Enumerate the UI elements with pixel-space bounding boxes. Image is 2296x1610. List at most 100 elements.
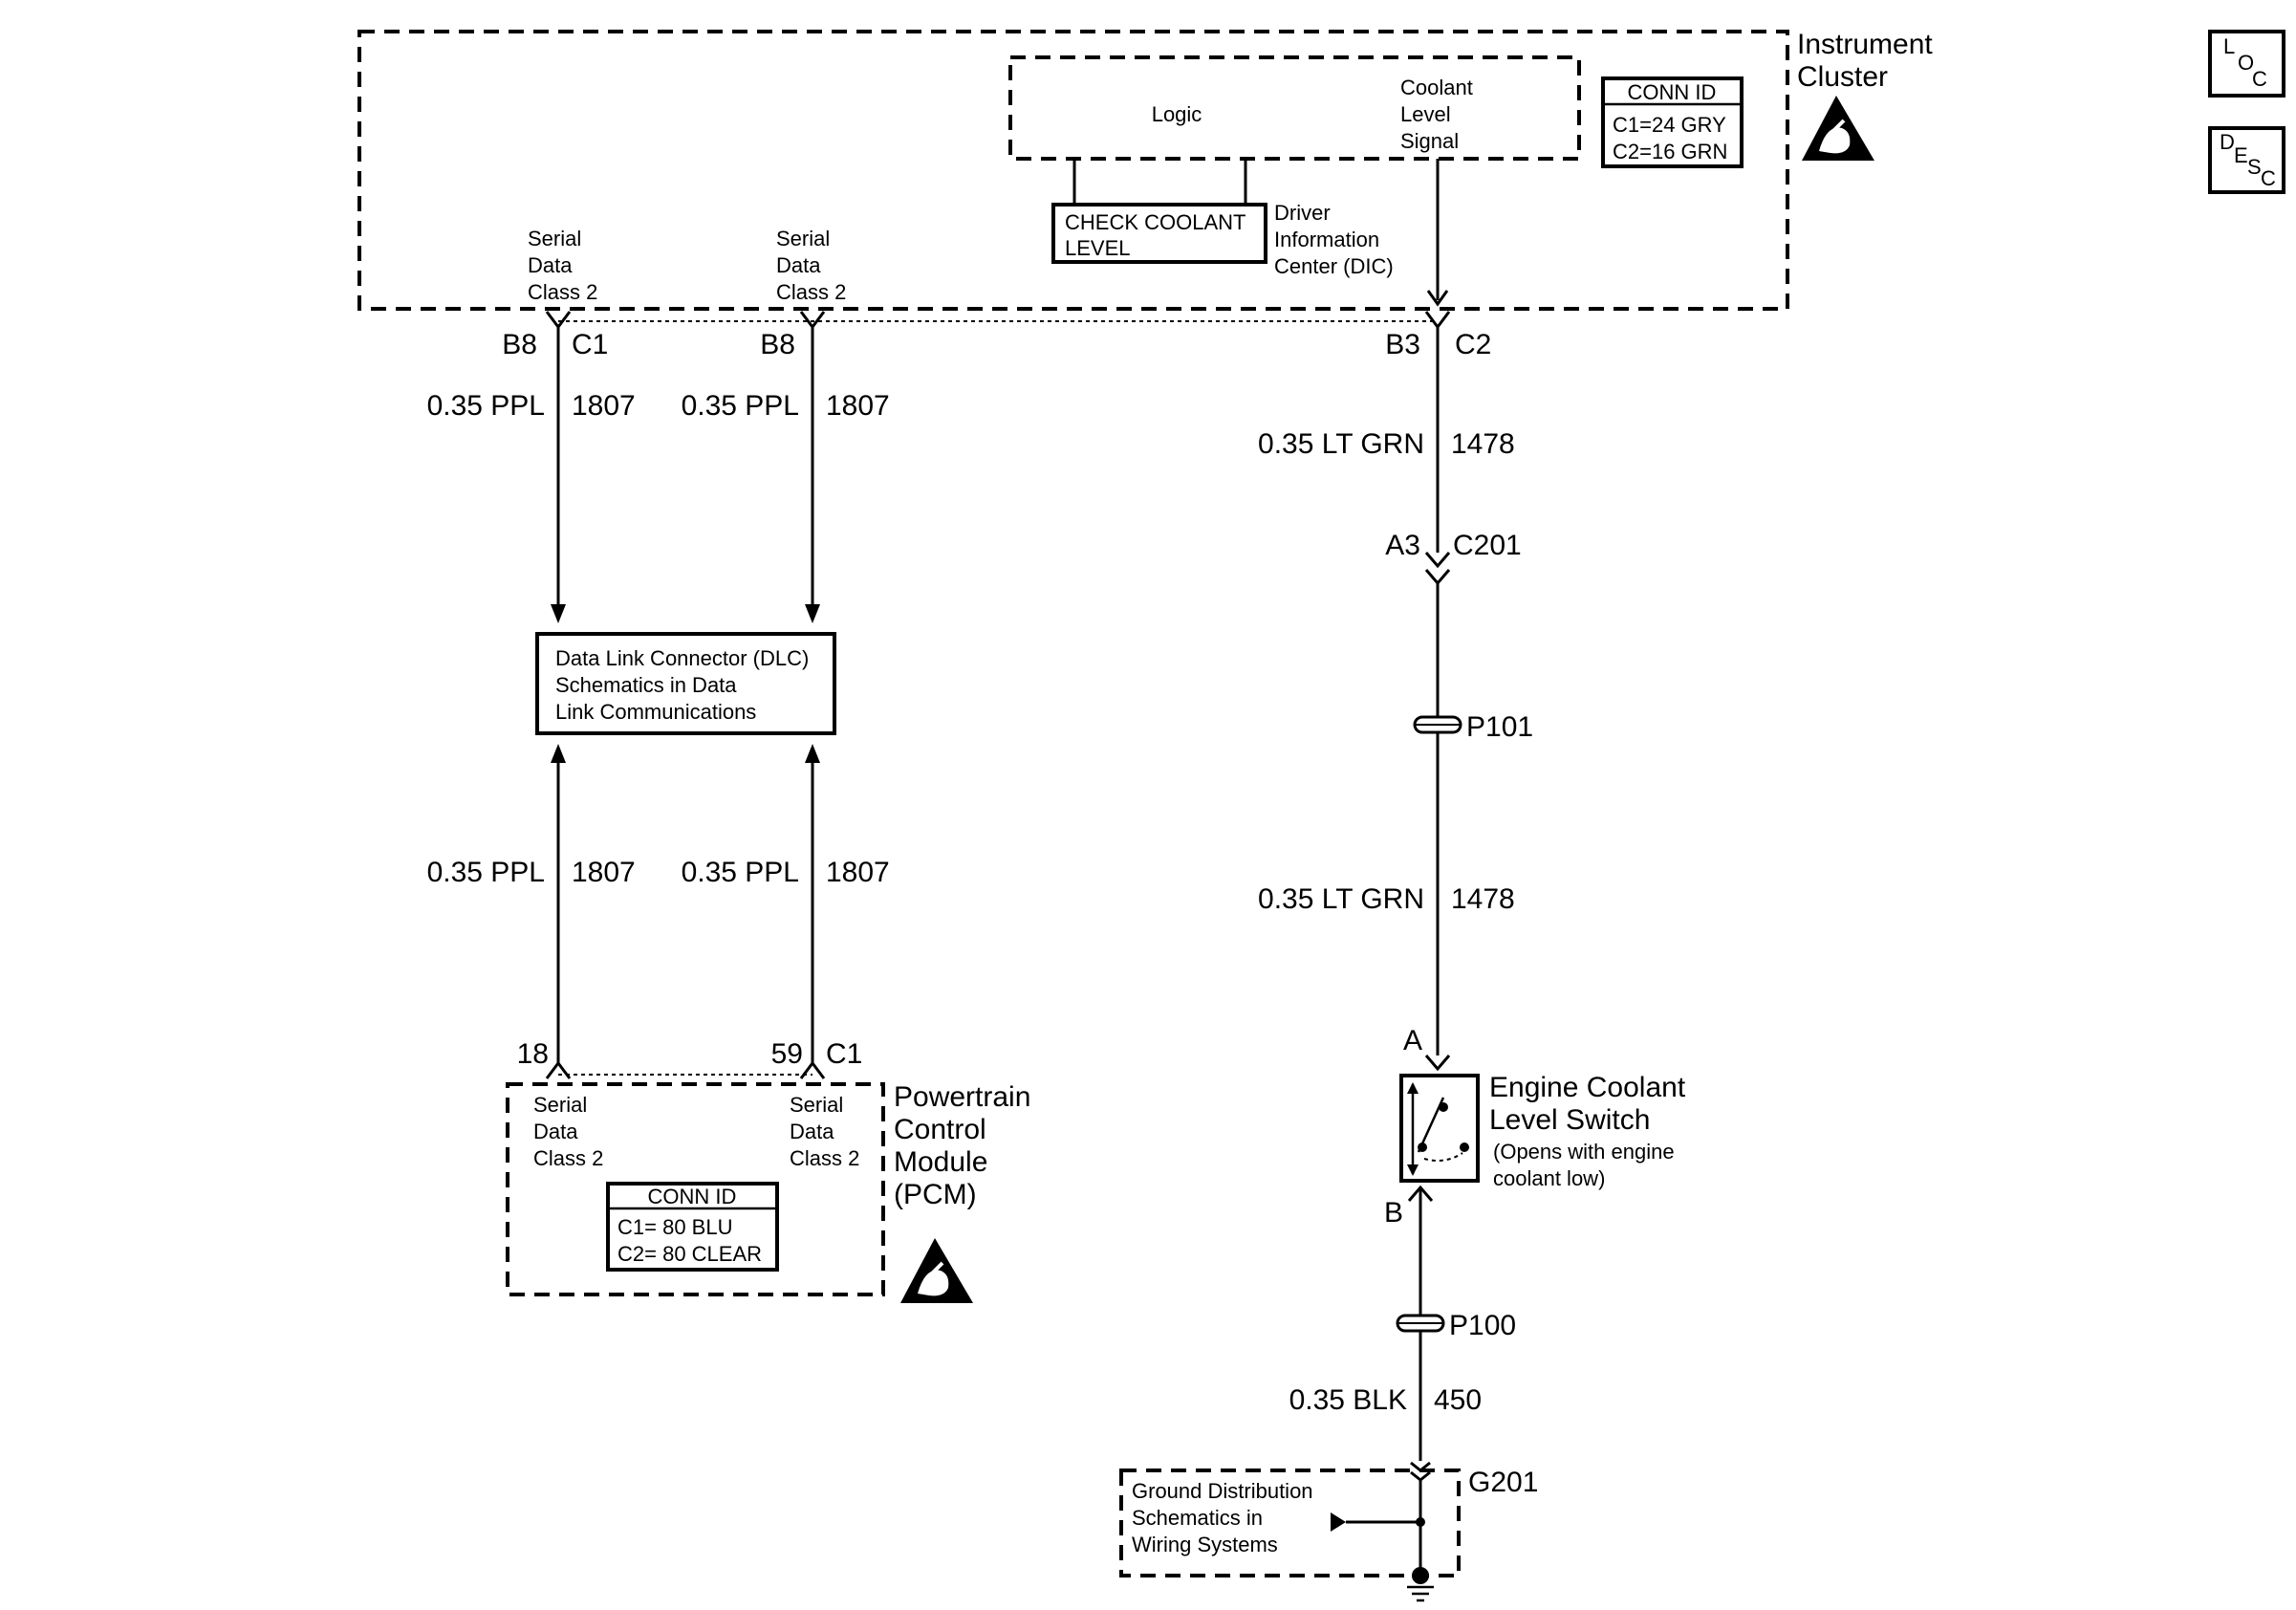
switch-note-2: coolant low): [1493, 1166, 1605, 1190]
dic-label-2: Information: [1274, 228, 1379, 251]
pcm-conn-id-box: [606, 1182, 779, 1272]
cluster-pin-b3: B3: [1385, 329, 1420, 360]
wire-circuit-1807-top-right: 1807: [826, 390, 890, 422]
pcm-serial-left-1: Serial: [533, 1093, 587, 1117]
pcm-serial-left-3: Class 2: [533, 1146, 603, 1170]
engine-coolant-level-switch: Engine Coolant Level Switch (Opens with …: [1399, 1072, 1686, 1190]
pcm-conn-id-title: CONN ID: [648, 1185, 737, 1208]
wire-circuit-1478-bot: 1478: [1451, 883, 1515, 915]
pcm-conn-id-c2: C2= 80 CLEAR: [617, 1242, 762, 1266]
pcm-conn-c1: C1: [826, 1038, 862, 1070]
cluster-conn-id-c2: C2=16 GRN: [1613, 140, 1727, 163]
ground-distribution-box: [1119, 1469, 1461, 1577]
cluster-conn-id-c1: C1=24 GRY: [1613, 113, 1726, 137]
switch-note-1: (Opens with engine: [1493, 1140, 1675, 1164]
wire-circuit-1478-top: 1478: [1451, 428, 1515, 460]
dic-label-3: Center (DIC): [1274, 254, 1394, 278]
loc-letter-2: O: [2238, 51, 2254, 75]
desc-letter-2: E: [2234, 143, 2248, 167]
logic-module-boundary: [1008, 55, 1581, 161]
cluster-conn-id-box: [1601, 76, 1744, 168]
splice-p100-icon: [1396, 1314, 1445, 1333]
coolant-signal-circuit: 0.35 LT GRN 1478 A3 C201 P101 0.35 LT GR…: [1258, 159, 1533, 1072]
wire-gauge-ppl-top-right: 0.35 PPL: [682, 390, 799, 422]
instrument-cluster-label-line1: Instrument: [1797, 29, 1933, 60]
check-coolant-level-lamp: [1051, 203, 1267, 264]
dlc-box: [535, 632, 836, 735]
instrument-cluster: Instrument Cluster Logic Coolant Level S…: [357, 29, 1933, 322]
esd-warning-icon: [900, 1238, 973, 1303]
wire-gauge-ppl-bot-left: 0.35 PPL: [427, 857, 545, 888]
ground-symbol-icon: [1407, 1585, 1434, 1602]
instrument-cluster-boundary: [357, 30, 1789, 311]
wire-gauge-ppl-top-left: 0.35 PPL: [427, 390, 545, 422]
switch-pin-b: B: [1384, 1197, 1403, 1229]
dlc-line-1: Data Link Connector (DLC): [555, 646, 809, 670]
switch-name-1: Engine Coolant: [1489, 1072, 1686, 1103]
dic-label-1: Driver: [1274, 201, 1331, 225]
pcm-name-3: Module: [894, 1146, 987, 1178]
check-coolant-text-1: CHECK COOLANT: [1065, 210, 1245, 234]
desc-letter-1: D: [2220, 130, 2235, 154]
wire-gauge-blk: 0.35 BLK: [1289, 1384, 1407, 1416]
pcm: 18 59 C1 Serial Data Class 2 Serial Data…: [506, 1038, 1030, 1303]
ground-circuit: B P100 0.35 BLK 450 G201 Ground Distribu…: [1119, 1185, 1538, 1602]
wire-circuit-1807-top-left: 1807: [572, 390, 636, 422]
pcm-pin-59: 59: [771, 1038, 803, 1070]
cluster-serial-left-3: Class 2: [528, 280, 597, 304]
desc-letter-3: S: [2247, 155, 2262, 179]
c201-pin-a3: A3: [1385, 530, 1420, 561]
splice-p101-label: P101: [1466, 711, 1533, 743]
cluster-conn-id-title: CONN ID: [1628, 80, 1717, 104]
cluster-pin-b8-left: B8: [502, 329, 537, 360]
esd-warning-icon: [1802, 96, 1874, 161]
switch-pin-a: A: [1403, 1025, 1422, 1056]
loc-letter-1: L: [2223, 34, 2235, 58]
cluster-serial-left-2: Data: [528, 253, 573, 277]
serial-data-wires-bottom: 0.35 PPL 1807 0.35 PPL 1807: [427, 744, 890, 1065]
cluster-pin-b8-mid: B8: [760, 329, 795, 360]
switch-box: [1399, 1074, 1480, 1183]
cluster-serial-right-3: Class 2: [776, 280, 846, 304]
pcm-serial-right-3: Class 2: [790, 1146, 859, 1170]
dlc: Data Link Connector (DLC) Schematics in …: [535, 632, 836, 735]
cluster-serial-right-1: Serial: [776, 227, 830, 250]
splice-p101-icon: [1413, 715, 1462, 734]
cluster-serial-right-2: Data: [776, 253, 821, 277]
wire-circuit-1807-bot-right: 1807: [826, 857, 890, 888]
coolant-signal-label-2: Level: [1400, 102, 1451, 126]
loc-button[interactable]: L O C: [2208, 30, 2285, 98]
splice-p100-label: P100: [1449, 1310, 1516, 1341]
logic-label: Logic: [1152, 102, 1202, 126]
cluster-conn-c2: C2: [1455, 329, 1491, 360]
dlc-line-3: Link Communications: [555, 700, 756, 724]
pcm-name-4: (PCM): [894, 1179, 977, 1210]
cluster-conn-c1: C1: [572, 329, 608, 360]
wire-gauge-ppl-bot-right: 0.35 PPL: [682, 857, 799, 888]
pcm-name-1: Powertrain: [894, 1081, 1030, 1113]
wire-circuit-1807-bot-left: 1807: [572, 857, 636, 888]
serial-data-wires-top: 0.35 PPL 1807 0.35 PPL 1807: [427, 327, 890, 623]
cluster-serial-left-1: Serial: [528, 227, 581, 250]
coolant-signal-label-1: Coolant: [1400, 76, 1473, 99]
coolant-signal-label-3: Signal: [1400, 129, 1459, 153]
pcm-serial-right-1: Serial: [790, 1093, 843, 1117]
wire-circuit-450: 450: [1434, 1384, 1482, 1416]
pcm-serial-right-2: Data: [790, 1120, 834, 1143]
cluster-connectors: B8 C1 B8 B3 C2: [502, 311, 1491, 360]
pcm-serial-left-2: Data: [533, 1120, 578, 1143]
desc-letter-4: C: [2261, 166, 2276, 190]
instrument-cluster-label-line2: Cluster: [1797, 61, 1888, 93]
pcm-boundary: [506, 1082, 885, 1296]
desc-button[interactable]: D E S C: [2208, 126, 2285, 194]
ground-box-line-3: Wiring Systems: [1132, 1533, 1278, 1556]
wire-gauge-ltgrn-top: 0.35 LT GRN: [1258, 428, 1424, 460]
pcm-conn-id-c1: C1= 80 BLU: [617, 1215, 732, 1239]
ground-g201-label: G201: [1468, 1467, 1538, 1498]
check-coolant-text-2: LEVEL: [1065, 236, 1131, 260]
pcm-name-2: Control: [894, 1114, 986, 1145]
ground-box-line-2: Schematics in: [1132, 1506, 1263, 1530]
switch-name-2: Level Switch: [1489, 1104, 1650, 1136]
pcm-pin-18: 18: [517, 1038, 549, 1070]
